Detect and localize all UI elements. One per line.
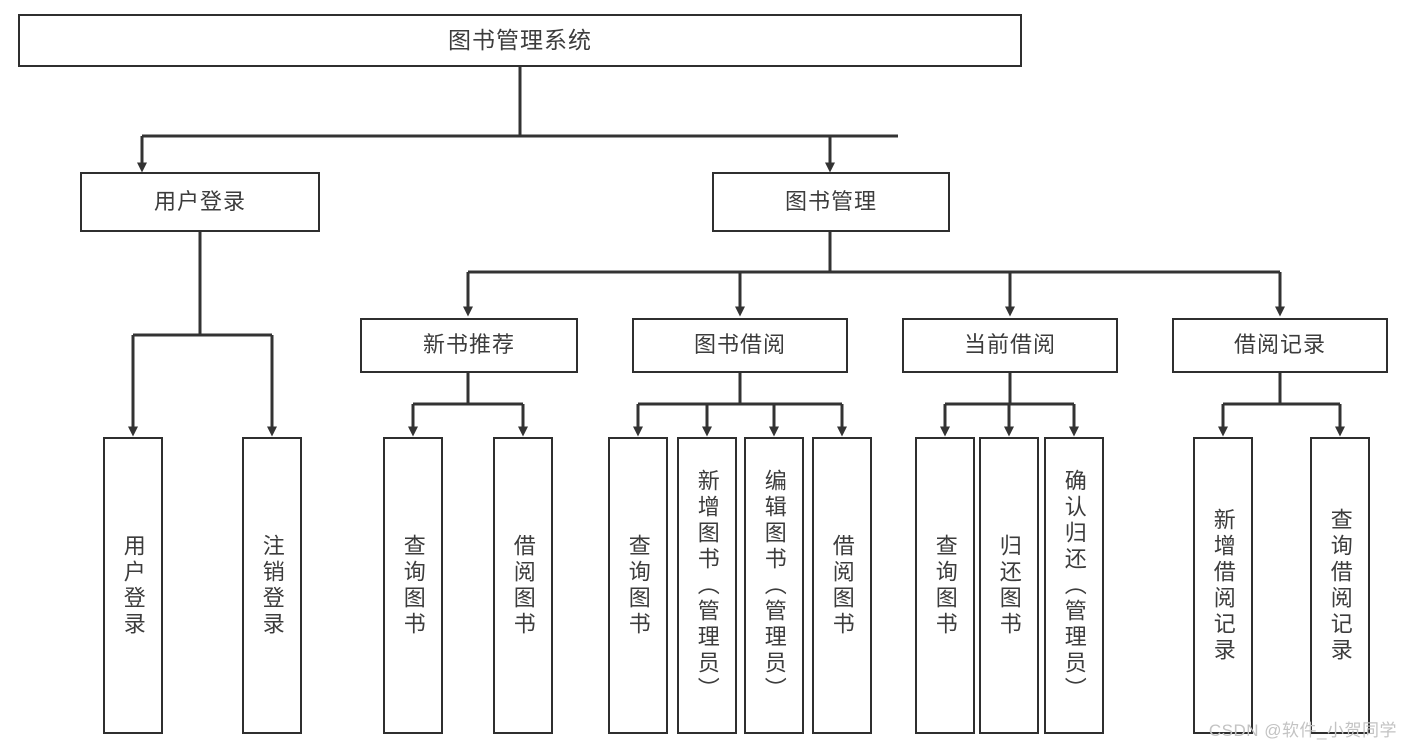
- leaf-book-borrow-edit-book-admin[interactable]: 编辑图书（管理员）: [744, 437, 804, 734]
- watermark: CSDN @软件_小贺同学: [1208, 721, 1397, 740]
- node-book-borrow[interactable]: 图书借阅: [632, 318, 848, 373]
- leaf-new-book-query-book[interactable]: 查询图书: [383, 437, 443, 734]
- node-label: 当前借阅: [963, 332, 1056, 358]
- node-label: 查询图书: [932, 533, 958, 638]
- node-label: 用户登录: [153, 188, 246, 214]
- node-label: 借阅图书: [510, 533, 536, 638]
- leaf-borrow-record-add-record[interactable]: 新增借阅记录: [1193, 437, 1253, 734]
- node-label: 归还图书: [996, 533, 1022, 638]
- node-label: 编辑图书（管理员）: [761, 468, 787, 703]
- leaf-current-borrow-query-book[interactable]: 查询图书: [915, 437, 975, 734]
- leaf-book-borrow-add-book-admin[interactable]: 新增图书（管理员）: [677, 437, 737, 734]
- node-label: 注销登录: [259, 533, 285, 638]
- node-label: 图书管理: [784, 188, 877, 214]
- node-current-borrow[interactable]: 当前借阅: [902, 318, 1118, 373]
- leaf-user-login-logout[interactable]: 注销登录: [242, 437, 302, 734]
- node-label: 图书借阅: [693, 332, 786, 358]
- node-label: 图书管理系统: [448, 26, 592, 53]
- leaf-borrow-record-query-record[interactable]: 查询借阅记录: [1310, 437, 1370, 734]
- node-borrow-record[interactable]: 借阅记录: [1172, 318, 1388, 373]
- leaf-book-borrow-query-book[interactable]: 查询图书: [608, 437, 668, 734]
- node-label: 借阅记录: [1233, 332, 1326, 358]
- node-label: 新增图书（管理员）: [694, 468, 720, 703]
- node-new-book-recommend[interactable]: 新书推荐: [360, 318, 578, 373]
- node-label: 新增借阅记录: [1210, 507, 1236, 664]
- leaf-book-borrow-borrow-book[interactable]: 借阅图书: [812, 437, 872, 734]
- node-label: 查询借阅记录: [1327, 507, 1353, 664]
- node-user-login[interactable]: 用户登录: [80, 172, 320, 232]
- leaf-current-borrow-confirm-return-admin[interactable]: 确认归还（管理员）: [1044, 437, 1104, 734]
- node-label: 用户登录: [120, 533, 146, 638]
- node-root-book-management-system[interactable]: 图书管理系统: [18, 14, 1022, 67]
- leaf-user-login-login[interactable]: 用户登录: [103, 437, 163, 734]
- node-book-management[interactable]: 图书管理: [712, 172, 950, 232]
- node-label: 新书推荐: [422, 332, 515, 358]
- node-label: 确认归还（管理员）: [1061, 468, 1087, 703]
- leaf-new-book-borrow-book[interactable]: 借阅图书: [493, 437, 553, 734]
- node-label: 借阅图书: [829, 533, 855, 638]
- node-label: 查询图书: [400, 533, 426, 638]
- leaf-current-borrow-return-book[interactable]: 归还图书: [979, 437, 1039, 734]
- node-label: 查询图书: [625, 533, 651, 638]
